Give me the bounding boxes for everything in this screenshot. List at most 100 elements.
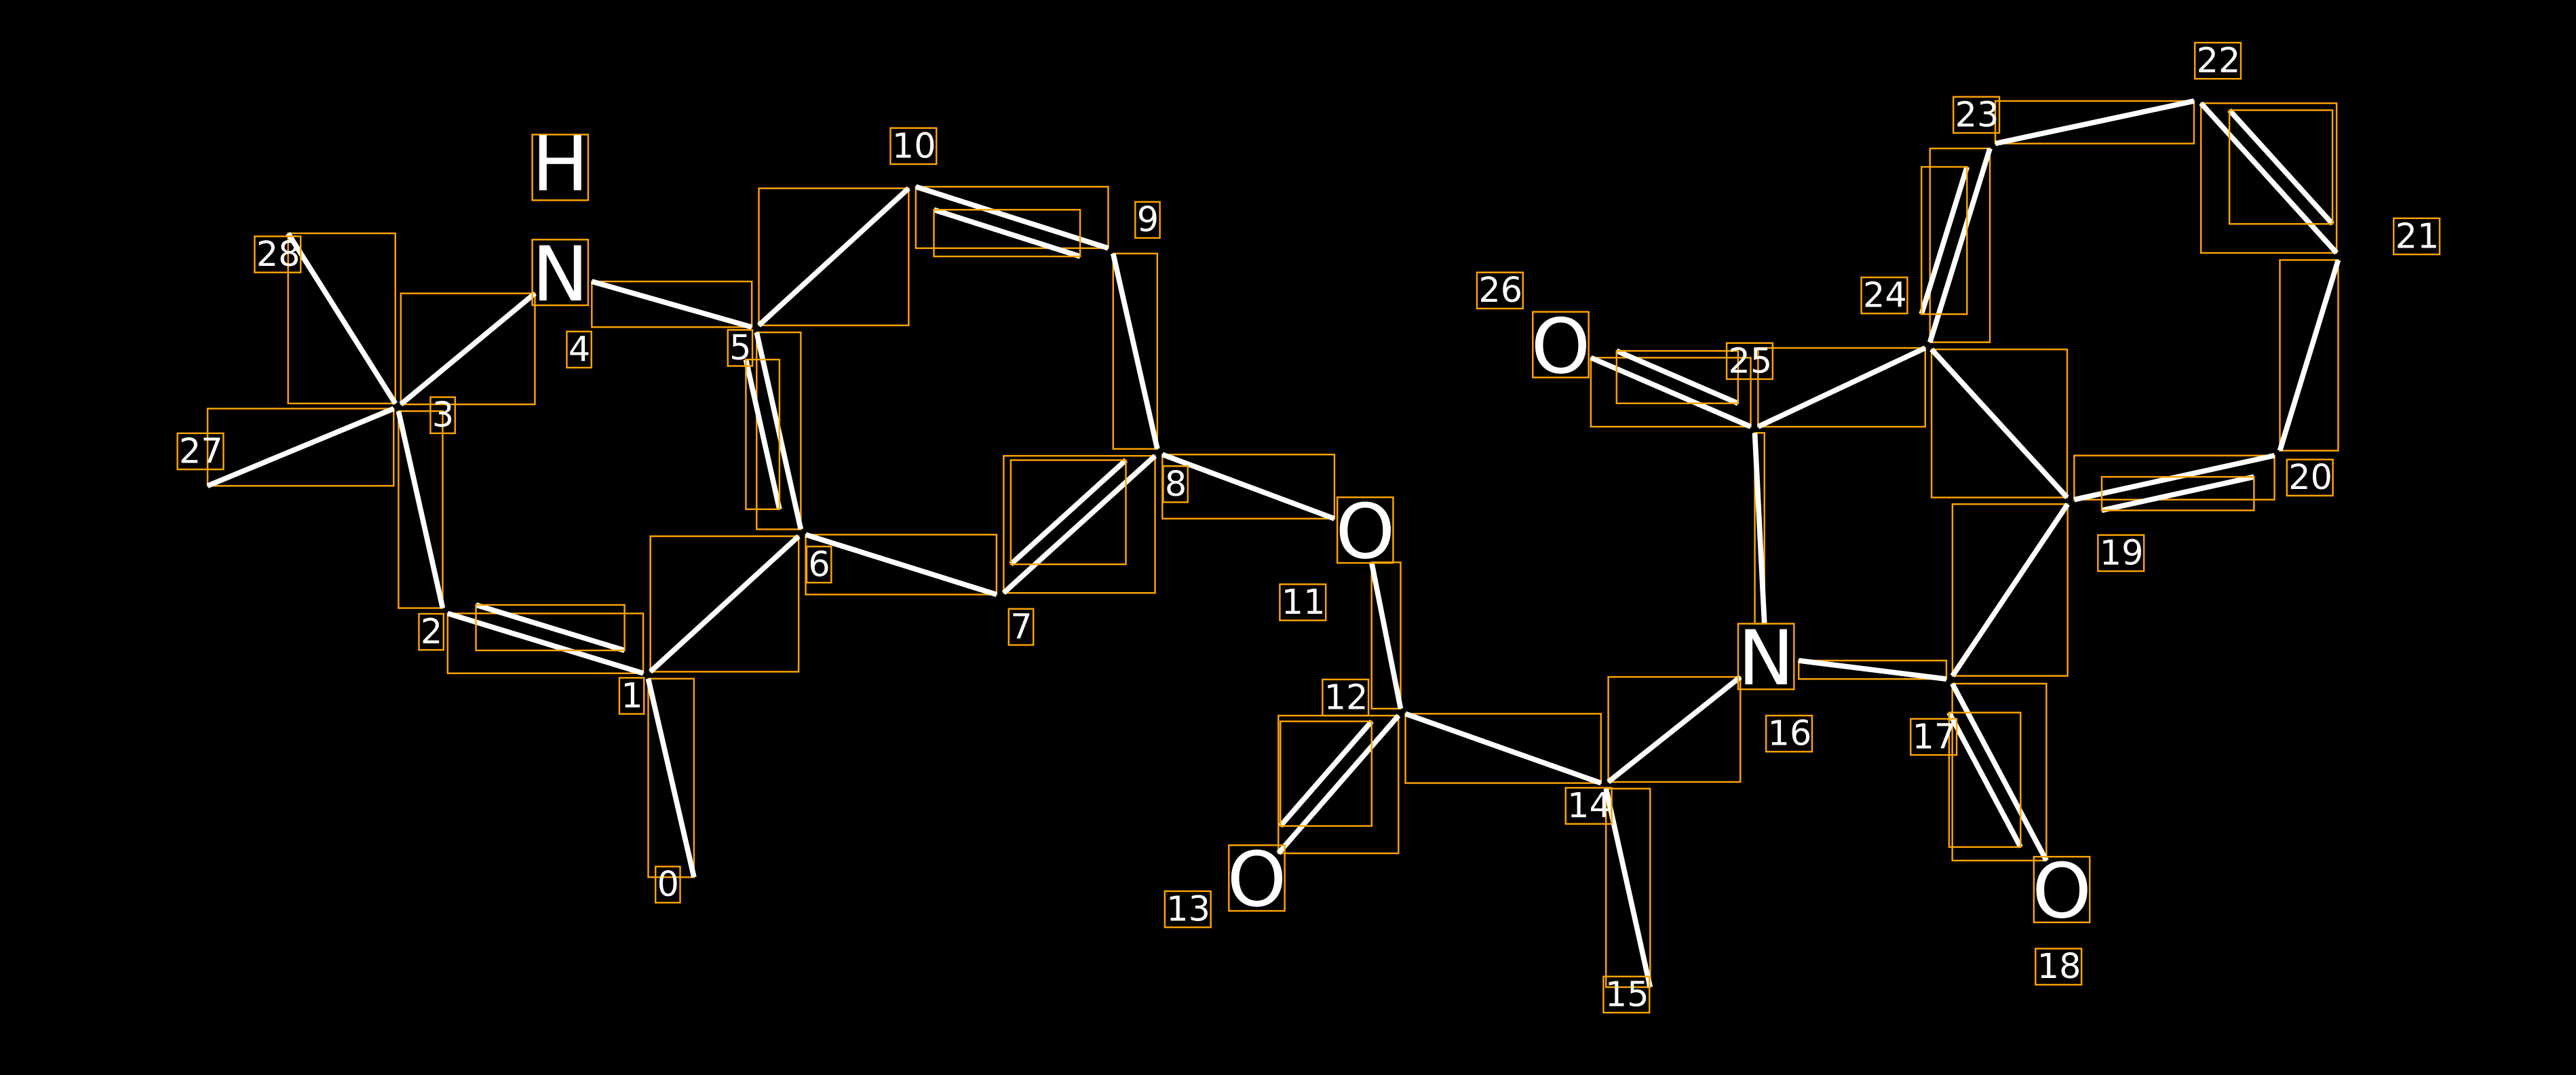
atom-index-label: 12: [1324, 677, 1368, 717]
atom-index-21: 21: [2392, 216, 2441, 256]
bond-line: [915, 184, 1109, 251]
bond-line: [805, 532, 998, 598]
atom-index-8: 8: [1162, 464, 1189, 504]
bond-bbox: [1112, 252, 1159, 450]
atom-index-label: 13: [1166, 889, 1210, 929]
atom-index-label: 1: [621, 676, 642, 716]
bond-bbox: [1994, 100, 2195, 144]
atom-index-25: 25: [1725, 340, 1774, 380]
atom-index-label: 2: [421, 612, 442, 652]
atom-index-label: 21: [2396, 216, 2440, 256]
index-bbox: [418, 612, 445, 651]
bond-0-1: [645, 678, 697, 878]
atom-index-label: 23: [1955, 94, 1999, 134]
bond-bbox: [1615, 350, 1739, 404]
atom-index-label: 8: [1165, 464, 1187, 504]
bond-bbox: [287, 232, 396, 405]
atom-index-10: 10: [889, 125, 938, 165]
atom-index-24: 24: [1860, 275, 1908, 315]
index-bbox: [1164, 890, 1212, 929]
atom-index-22: 22: [2193, 40, 2242, 80]
index-bbox: [1162, 465, 1189, 503]
atom-index-label: 3: [432, 395, 454, 435]
bond-bbox: [475, 604, 626, 652]
bond-bbox: [1607, 676, 1742, 783]
atom-index-label: 7: [1010, 606, 1032, 646]
bond-line-second: [475, 602, 626, 653]
bond-bbox: [1798, 659, 1948, 680]
bond-bbox: [1280, 720, 1373, 827]
bond-12-13: [1276, 714, 1401, 855]
bond-25-16: [1752, 432, 1767, 625]
bond-bbox: [758, 187, 910, 326]
bond-25-26: [1590, 348, 1752, 429]
bond-bbox: [933, 209, 1081, 258]
index-bbox: [654, 865, 681, 904]
atom-index-4: 4: [566, 329, 592, 369]
bond-bbox: [805, 534, 998, 595]
atom-index-17: 17: [1910, 716, 1958, 756]
element-label: O: [1227, 837, 1287, 924]
atom-index-label: 19: [2100, 532, 2144, 572]
hydrogen-label: H: [532, 121, 589, 209]
bond-line: [2277, 259, 2341, 452]
bond-line: [649, 534, 801, 674]
atom-bbox: [1737, 623, 1795, 690]
index-bbox: [429, 396, 456, 435]
bond-line: [756, 186, 910, 328]
atom-index-5: 5: [727, 328, 754, 368]
atom-index-label: 17: [1912, 716, 1957, 756]
bond-3-28: [286, 231, 398, 405]
bond-17-18: [1946, 682, 2049, 862]
atom-index-label: 6: [808, 544, 830, 584]
atom-index-label: 25: [1728, 340, 1772, 380]
index-bbox: [889, 127, 938, 165]
bond-bbox: [2100, 475, 2255, 511]
index-bbox: [1910, 718, 1958, 756]
bond-bbox: [1010, 459, 1127, 566]
bond-line-second: [1278, 720, 1374, 828]
bond-14-15: [1603, 787, 1653, 988]
bond-line: [446, 610, 645, 676]
index-bbox: [1564, 787, 1613, 825]
atom-bbox: [1336, 496, 1394, 564]
atom-index-16: 16: [1765, 714, 1813, 754]
bond-bbox: [649, 535, 800, 673]
bond-line: [1001, 454, 1157, 595]
index-bbox: [805, 545, 832, 584]
bond-14-16: [1607, 675, 1742, 784]
bond-line: [1590, 355, 1752, 429]
bond-24-19: [1929, 347, 2069, 500]
bond-line: [591, 279, 753, 330]
index-bbox: [1322, 678, 1370, 717]
bond-bbox: [1948, 711, 2022, 848]
atom-index-label: 22: [2197, 40, 2241, 80]
index-bbox: [1279, 583, 1327, 621]
atom-index-9: 9: [1134, 199, 1161, 239]
bond-bbox: [1929, 147, 1991, 343]
bond-22-23: [1994, 98, 2195, 146]
index-bbox: [1134, 201, 1161, 239]
atom-index-27: 27: [176, 431, 225, 471]
atom-index-11: 11: [1279, 582, 1327, 622]
index-bbox: [1476, 271, 1524, 310]
bond-line: [1110, 252, 1160, 450]
bond-line: [396, 410, 446, 609]
element-label: O: [1335, 489, 1395, 576]
bond-bbox: [647, 678, 695, 878]
index-bbox: [2286, 458, 2334, 497]
index-bbox: [1007, 608, 1035, 646]
bond-11-12: [1368, 561, 1404, 710]
bond-line: [1995, 98, 2195, 146]
atom-index-label: 15: [1605, 974, 1649, 1014]
bond-6-1: [649, 534, 801, 674]
atom-index-15: 15: [1602, 974, 1651, 1014]
bond-bbox: [745, 358, 781, 511]
bond-bbox: [446, 612, 645, 674]
bond-line: [1607, 675, 1742, 784]
bond-8-7: [1001, 454, 1157, 595]
atom-O-18: O: [2032, 848, 2092, 936]
atom-index-19: 19: [2097, 532, 2145, 572]
atom-index-label: 24: [1863, 275, 1907, 315]
